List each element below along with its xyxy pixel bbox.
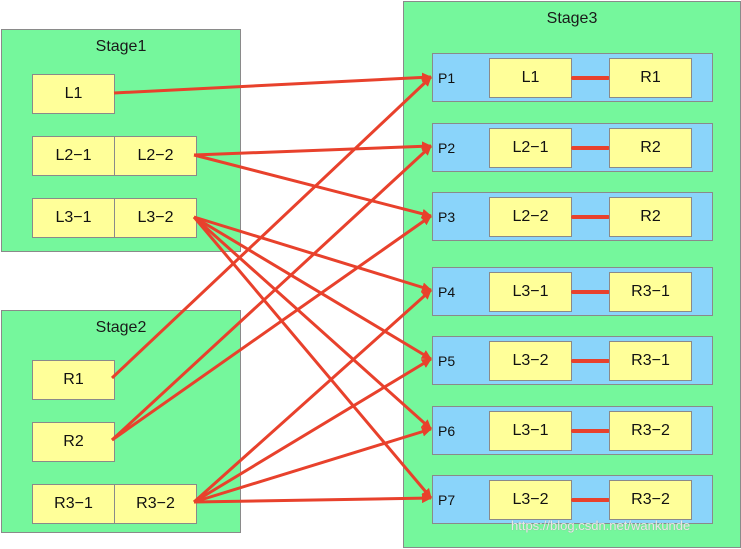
node-L2-1: L2−1 xyxy=(32,136,115,176)
stage3-title: Stage3 xyxy=(546,10,598,27)
partition-right-node: R2 xyxy=(609,128,692,168)
partition-label: P6 xyxy=(438,422,456,439)
partition-label: P2 xyxy=(438,139,456,156)
partition-p2: P2 L2−1 R2 xyxy=(432,123,713,172)
join-link xyxy=(571,76,610,80)
stage1-container: Stage1 L1 L2−1 L2−2 L3−1 L3−2 xyxy=(1,29,241,252)
partition-left-node: L3−2 xyxy=(489,480,572,520)
join-link xyxy=(571,429,610,433)
partition-label: P5 xyxy=(438,352,456,369)
partition-label: P7 xyxy=(438,491,456,508)
node-L1: L1 xyxy=(32,74,115,114)
partition-left-node: L2−1 xyxy=(489,128,572,168)
node-R3-1: R3−1 xyxy=(32,484,115,524)
partition-p5: P5 L3−2 R3−1 xyxy=(432,336,713,385)
node-R1: R1 xyxy=(32,360,115,400)
node-L3-2: L3−2 xyxy=(114,198,197,238)
node-R2: R2 xyxy=(32,422,115,462)
partition-left-node: L3−1 xyxy=(489,411,572,451)
join-link xyxy=(571,290,610,294)
partition-right-node: R3−2 xyxy=(609,411,692,451)
node-R3-2: R3−2 xyxy=(114,484,197,524)
partition-right-node: R3−1 xyxy=(609,341,692,381)
stage2-container: Stage2 R1 R2 R3−1 R3−2 xyxy=(1,310,241,533)
node-L3-1: L3−1 xyxy=(32,198,115,238)
partition-p4: P4 L3−1 R3−1 xyxy=(432,267,713,316)
partition-label: P4 xyxy=(438,283,456,300)
join-link xyxy=(571,215,610,219)
partition-p1: P1 L1 R1 xyxy=(432,53,713,102)
partition-left-node: L3−2 xyxy=(489,341,572,381)
partition-left-node: L1 xyxy=(489,58,572,98)
partition-right-node: R1 xyxy=(609,58,692,98)
stage1-title: Stage1 xyxy=(95,38,147,55)
join-link xyxy=(571,146,610,150)
watermark: https://blog.csdn.net/wankunde xyxy=(511,518,691,533)
partition-right-node: R3−2 xyxy=(609,480,692,520)
partition-label: P3 xyxy=(438,208,456,225)
partition-p6: P6 L3−1 R3−2 xyxy=(432,406,713,455)
partition-left-node: L2−2 xyxy=(489,197,572,237)
stage2-title: Stage2 xyxy=(95,319,147,336)
partition-left-node: L3−1 xyxy=(489,272,572,312)
join-link xyxy=(571,359,610,363)
partition-right-node: R3−1 xyxy=(609,272,692,312)
partition-right-node: R2 xyxy=(609,197,692,237)
partition-p7: P7 L3−2 R3−2 xyxy=(432,475,713,524)
partition-label: P1 xyxy=(438,69,456,86)
join-link xyxy=(571,498,610,502)
partition-p3: P3 L2−2 R2 xyxy=(432,192,713,241)
node-L2-2: L2−2 xyxy=(114,136,197,176)
